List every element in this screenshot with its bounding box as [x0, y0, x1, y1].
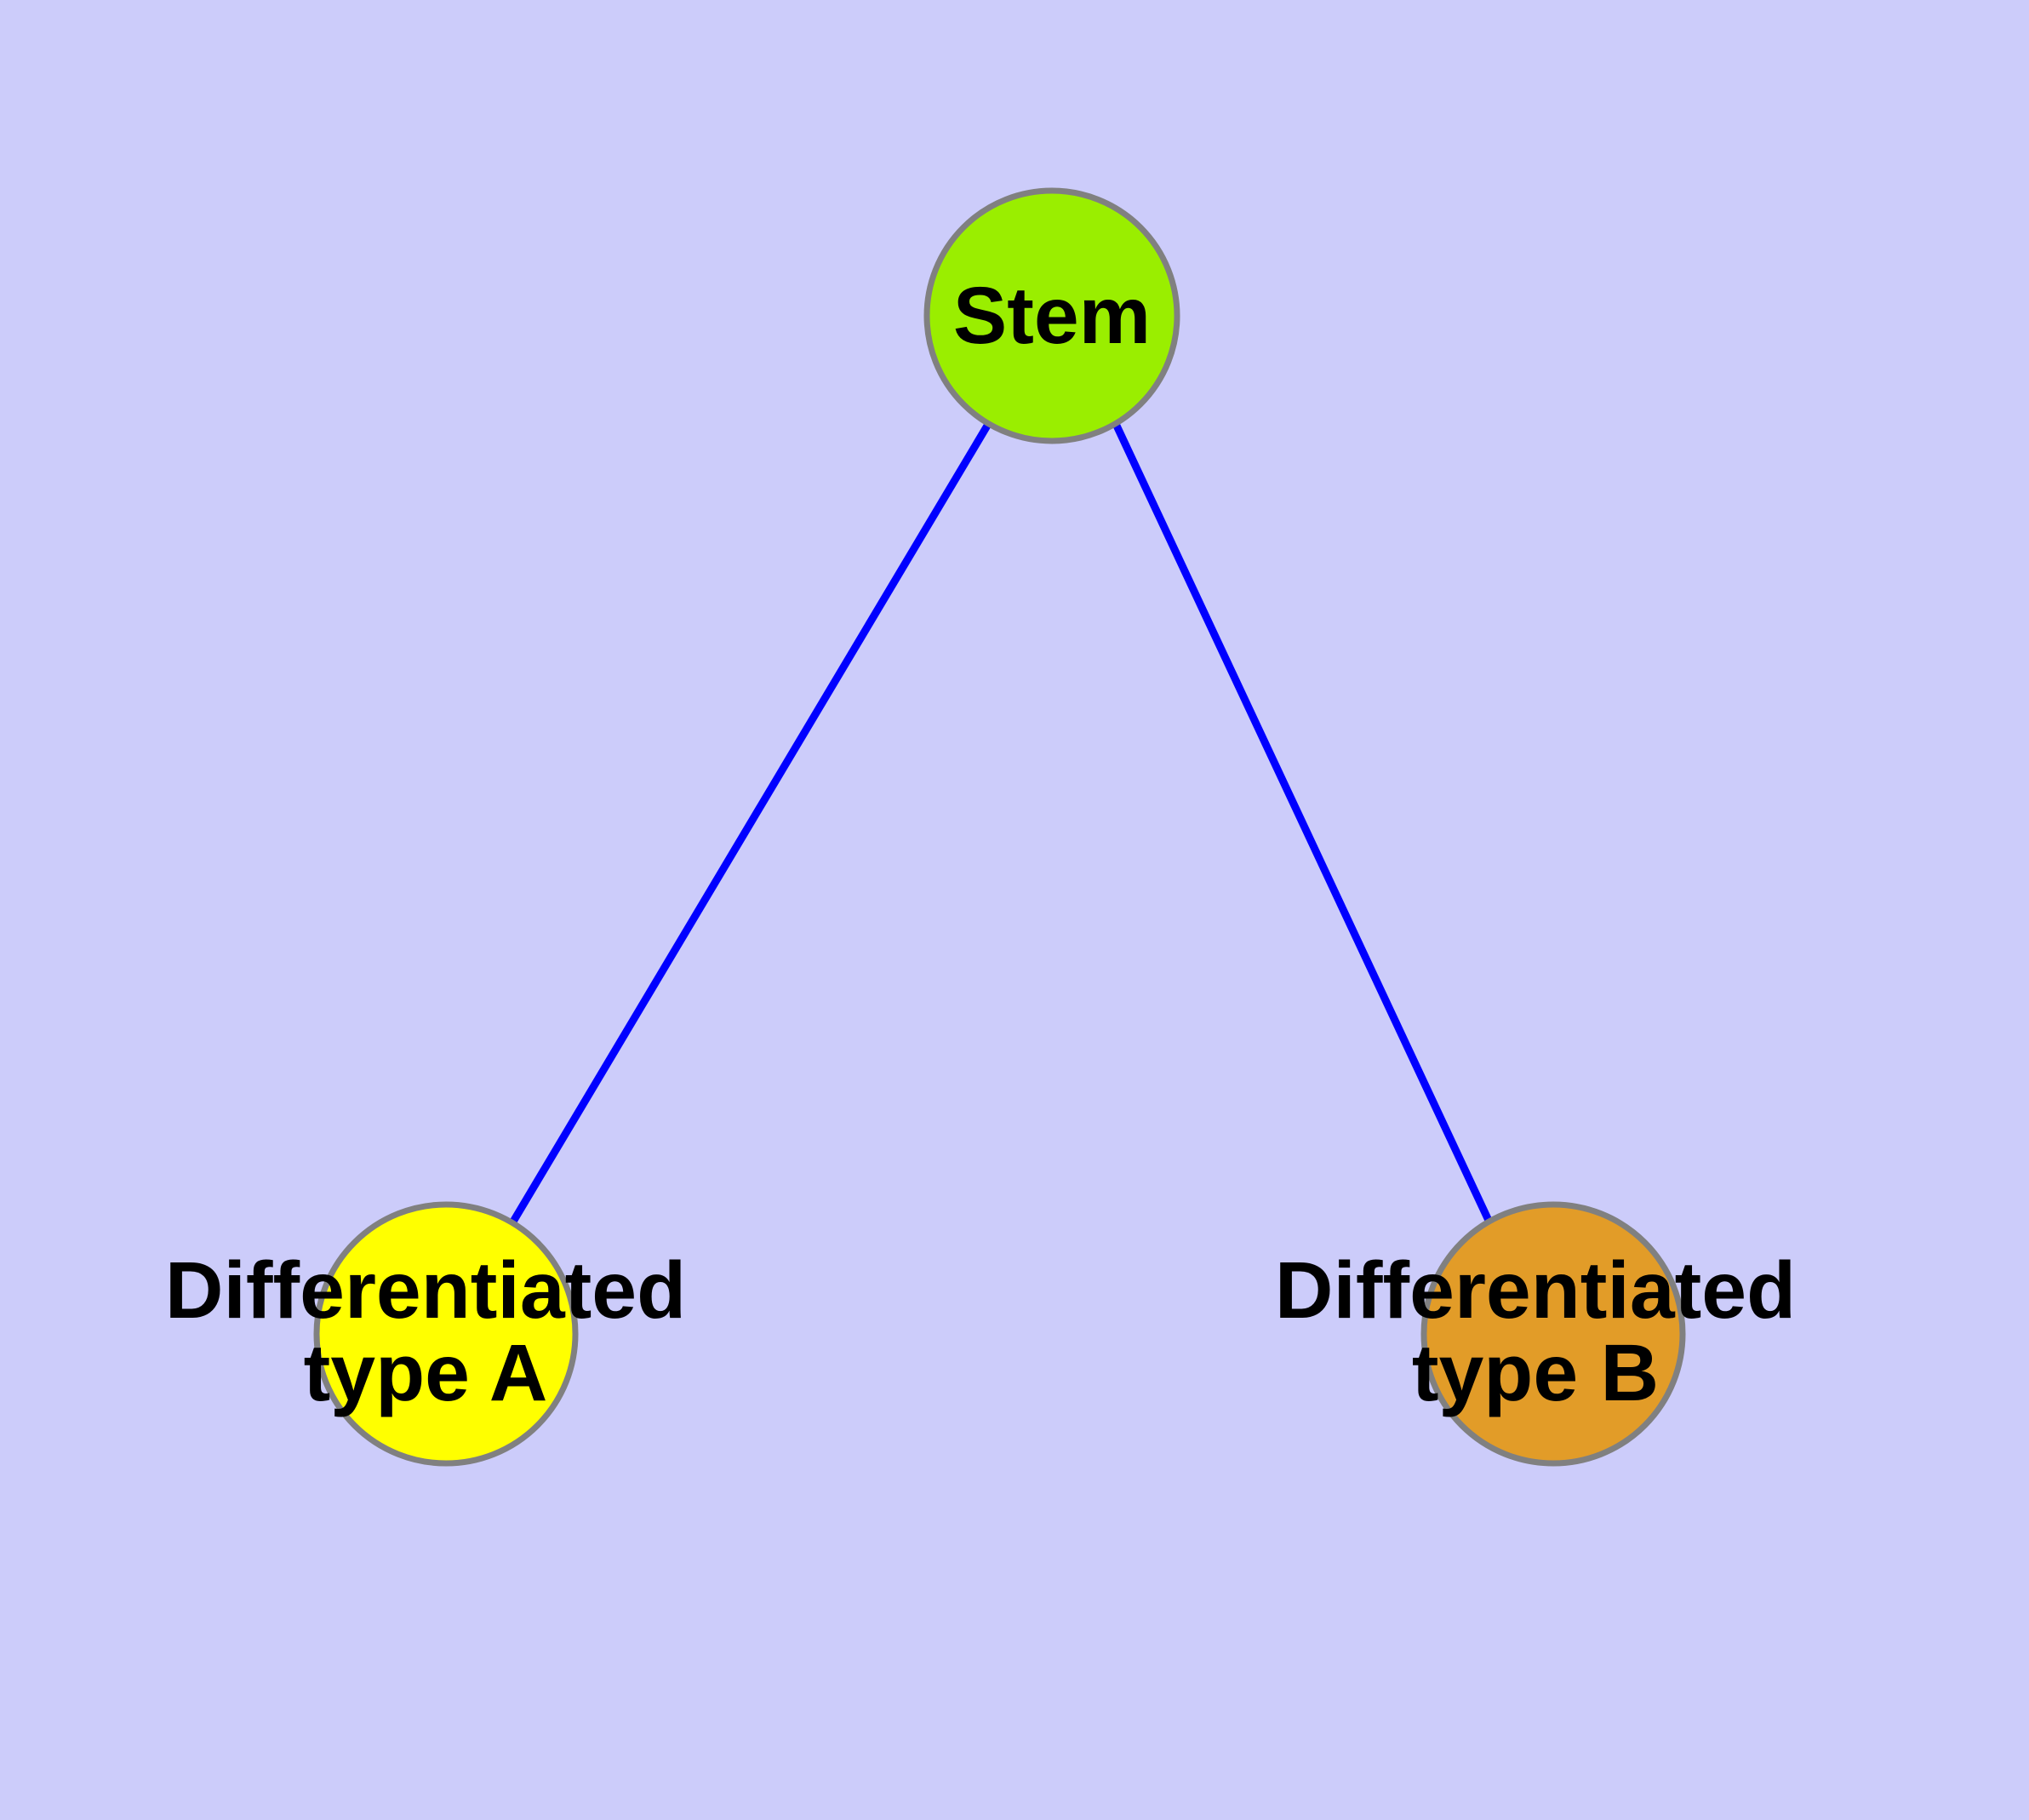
- edge-stem-to-diff-b: [1112, 424, 1495, 1228]
- node-diff-a-circle[interactable]: [313, 1201, 579, 1467]
- edge-stem-to-diff-a: [507, 423, 991, 1228]
- node-diff-b-circle[interactable]: [1420, 1201, 1686, 1467]
- node-stem-circle[interactable]: [923, 187, 1180, 444]
